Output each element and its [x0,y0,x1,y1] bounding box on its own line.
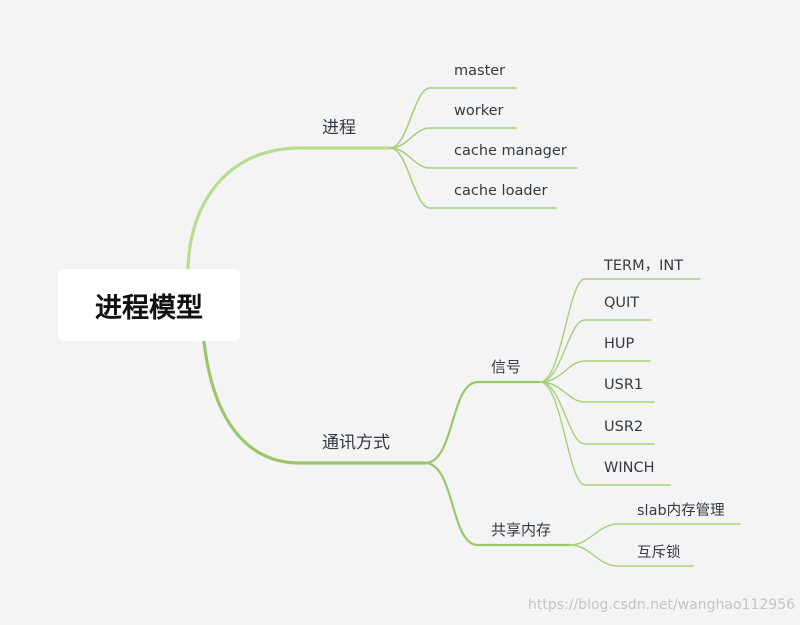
node-cache-loader[interactable]: cache loader [454,183,548,199]
connector-signal-usr1 [539,381,655,403]
connector-process-cache-loader [389,147,557,209]
connector-signal-winch [539,381,671,486]
connector-signal-term [539,278,701,383]
node-process[interactable]: 进程 [322,118,356,138]
node-worker[interactable]: worker [454,103,504,119]
connector-communication-shm [423,461,572,547]
node-signal[interactable]: 信号 [491,358,522,376]
node-communication[interactable]: 通讯方式 [322,433,390,453]
connector-shm-mutex [569,544,694,567]
node-master[interactable]: master [454,63,506,79]
node-winch[interactable]: WINCH [604,460,655,476]
node-mutex[interactable]: 互斥锁 [637,545,681,561]
watermark-text: https://blog.csdn.net/wanghao112956 [528,597,796,613]
connector-signal-quit [539,319,652,383]
connector-communication-signal [423,380,542,465]
connector-signal-hup [539,360,651,383]
node-quit[interactable]: QUIT [604,295,640,311]
connector-root-communication [202,340,427,465]
connector-process-worker [389,127,517,149]
root-node[interactable]: 进程模型 [58,269,240,341]
node-usr1[interactable]: USR1 [604,377,644,393]
node-hup[interactable]: HUP [604,336,635,352]
node-term-int[interactable]: TERM，INT [604,258,684,274]
connector-signal-usr2 [539,381,655,445]
connector-process-cache-manager [389,147,578,169]
node-usr2[interactable]: USR2 [604,419,644,435]
connector-process-master [389,87,517,149]
node-slab[interactable]: slab内存管理 [637,503,725,519]
connector-root-process [186,146,392,270]
connector-shm-slab [569,523,741,546]
node-shared-memory[interactable]: 共享内存 [491,521,552,539]
node-cache-manager[interactable]: cache manager [454,143,567,159]
